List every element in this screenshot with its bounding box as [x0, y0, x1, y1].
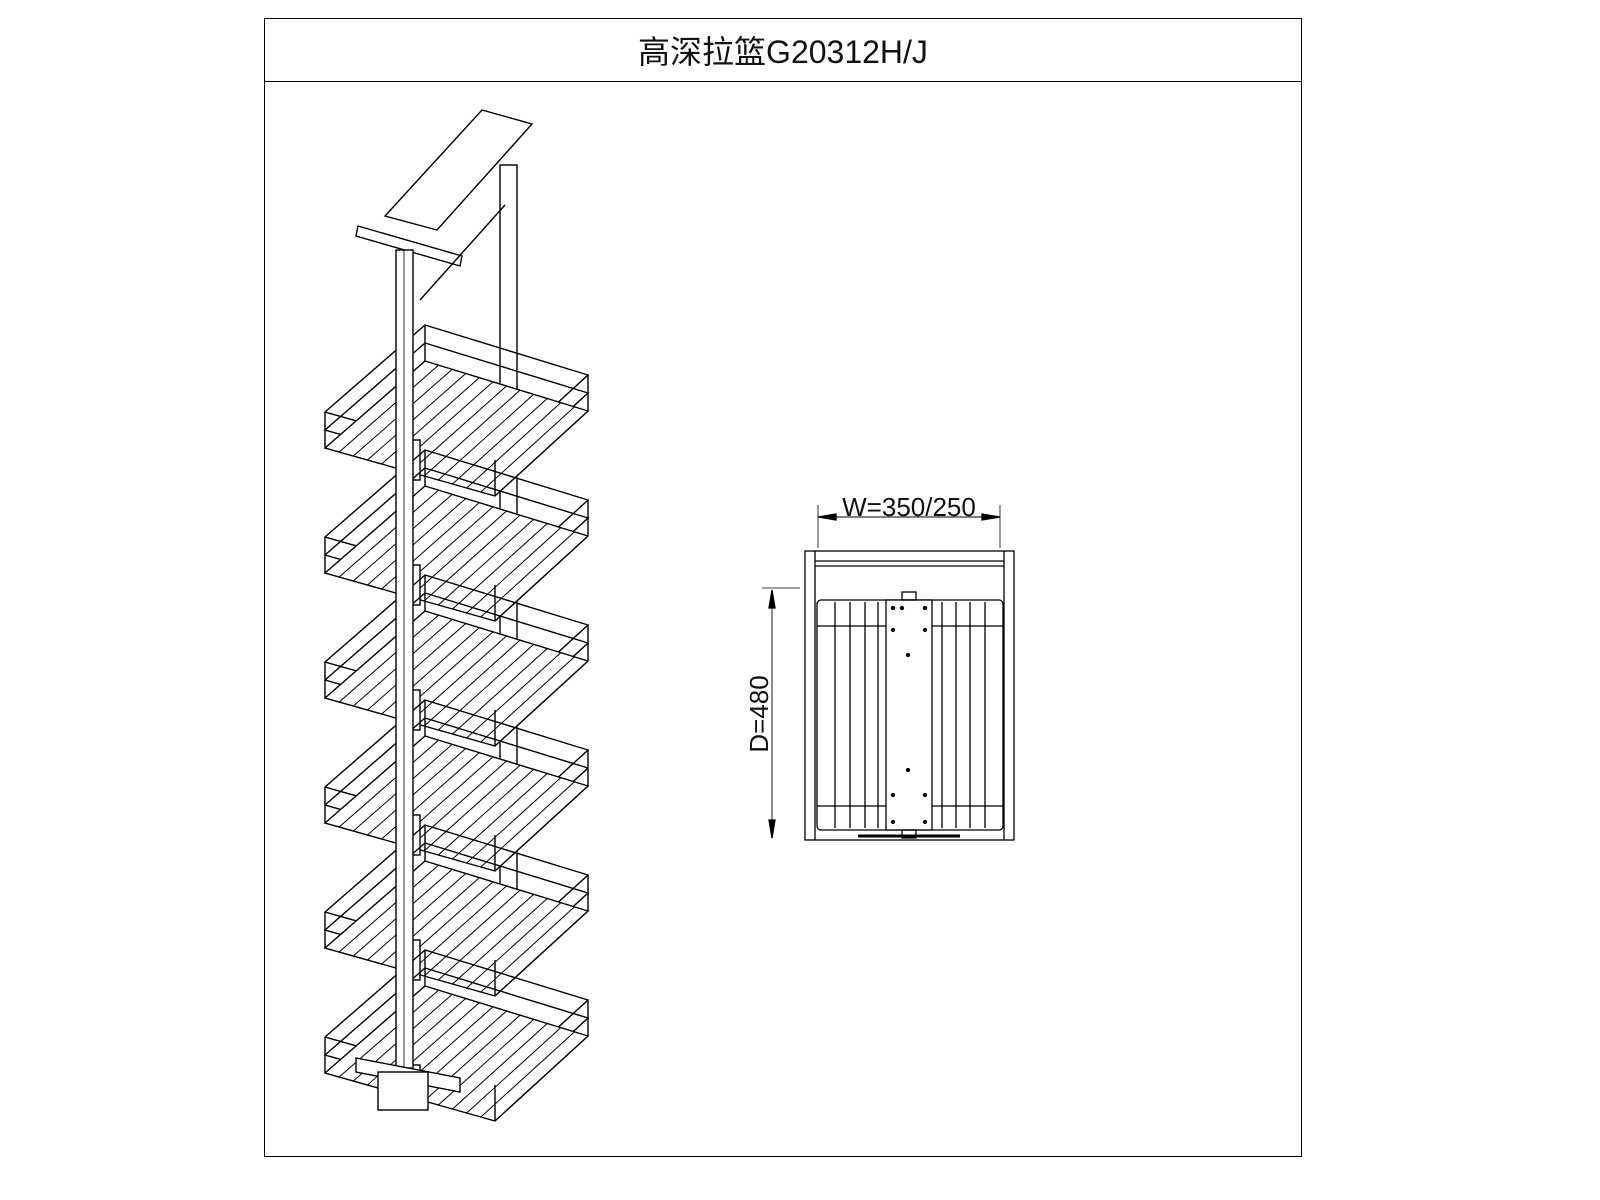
screw-hole	[905, 767, 911, 773]
screw-hole	[890, 627, 896, 633]
title-row: 高深拉篮G20312H/J	[265, 19, 1301, 82]
top-mounting-plate	[383, 109, 534, 231]
screw-hole	[890, 605, 896, 611]
screw-hole	[899, 605, 905, 611]
wire-basket	[323, 574, 590, 747]
screw-hole	[905, 652, 911, 658]
screw-hole	[922, 605, 928, 611]
front-post	[395, 249, 414, 1069]
wire-basket	[323, 699, 590, 872]
wire-basket	[323, 324, 590, 497]
drawing-frame: 高深拉篮G20312H/J	[264, 18, 1302, 1157]
screw-hole	[890, 792, 896, 798]
top-view	[762, 505, 1015, 841]
wire-basket	[323, 449, 590, 622]
cabinet-outline	[804, 550, 1015, 841]
isometric-view	[323, 109, 590, 1122]
screw-hole	[890, 819, 896, 825]
depth-dimension-label: D=480	[744, 675, 774, 752]
basket-wires	[834, 602, 986, 828]
drawing-title: 高深拉篮G20312H/J	[638, 34, 928, 70]
wire-basket	[323, 824, 590, 997]
top-brace	[419, 204, 506, 301]
screw-hole	[922, 792, 928, 798]
top-crossbar	[355, 225, 463, 267]
width-dimension-label: W=350/250	[842, 492, 976, 522]
basket-stack	[323, 324, 590, 1122]
screw-hole	[922, 627, 928, 633]
bottom-base	[377, 1071, 429, 1111]
screw-hole	[922, 819, 928, 825]
